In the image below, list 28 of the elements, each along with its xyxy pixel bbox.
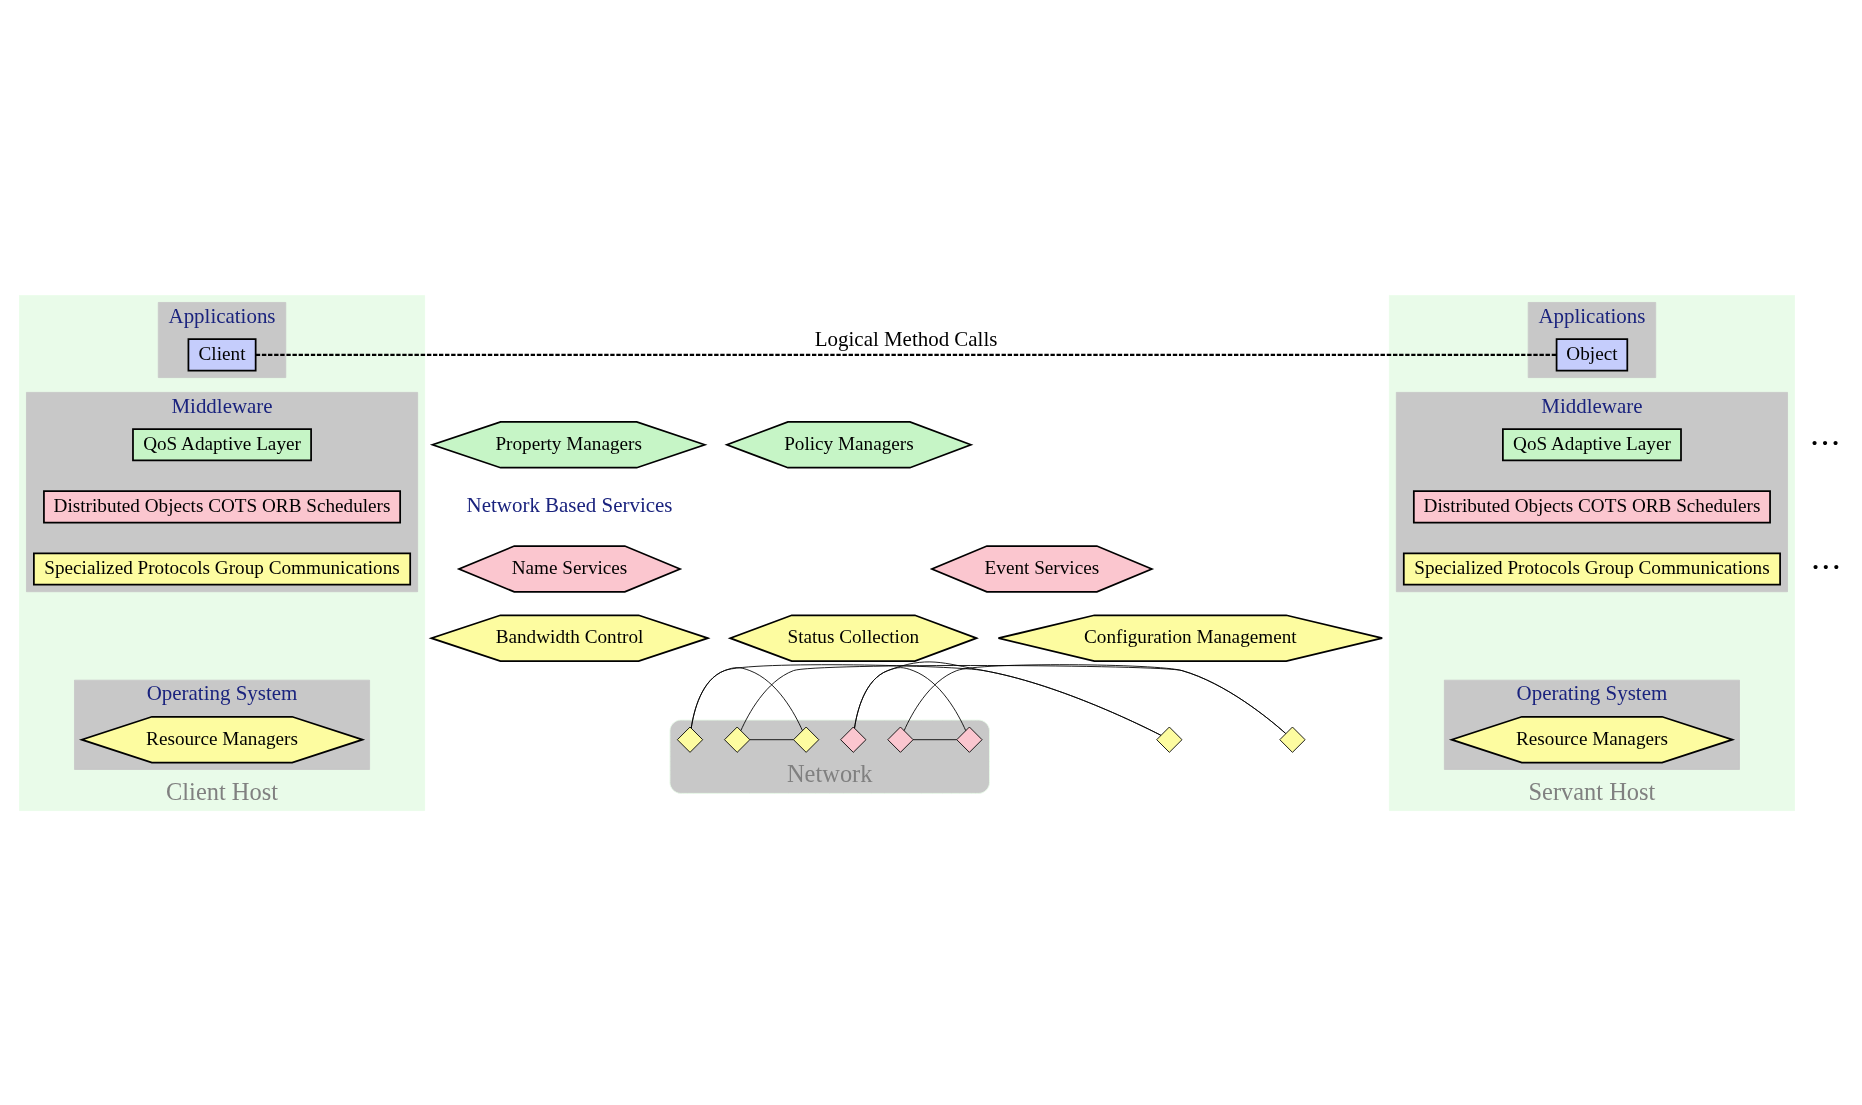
node-diamond <box>1156 726 1183 753</box>
node-diamond <box>724 726 751 753</box>
node-diamond <box>887 726 914 753</box>
connector <box>740 664 1287 734</box>
node-diamond <box>676 726 704 753</box>
node-diamond <box>1279 726 1306 753</box>
node-box: Distributed Objects COTS ORB Schedulers <box>1412 489 1771 523</box>
node-box: Specialized Protocols Group Communications <box>1402 551 1781 586</box>
node-box: QoS Adaptive Layer <box>1502 427 1682 461</box>
node-diamond <box>840 726 867 753</box>
connector <box>255 353 1557 356</box>
connector <box>912 738 958 740</box>
node-diamond <box>793 726 820 753</box>
cluster: Network <box>669 719 990 794</box>
node-box: Client <box>187 337 257 371</box>
node-box: Object <box>1555 337 1629 371</box>
connector <box>749 738 794 740</box>
node-box: QoS Adaptive Layer <box>132 427 312 461</box>
label: • • • <box>1812 556 1840 577</box>
connector <box>854 666 967 731</box>
node-box: Specialized Protocols Group Communications <box>33 551 412 586</box>
node-box: Distributed Objects COTS ORB Schedulers <box>43 489 402 523</box>
edge-label: Logical Method Calls <box>814 326 998 351</box>
label: • • • <box>1811 432 1839 453</box>
connector <box>854 660 1162 736</box>
connector <box>690 666 803 731</box>
node-diamond <box>956 726 983 753</box>
label: Network Based Services <box>466 492 673 517</box>
